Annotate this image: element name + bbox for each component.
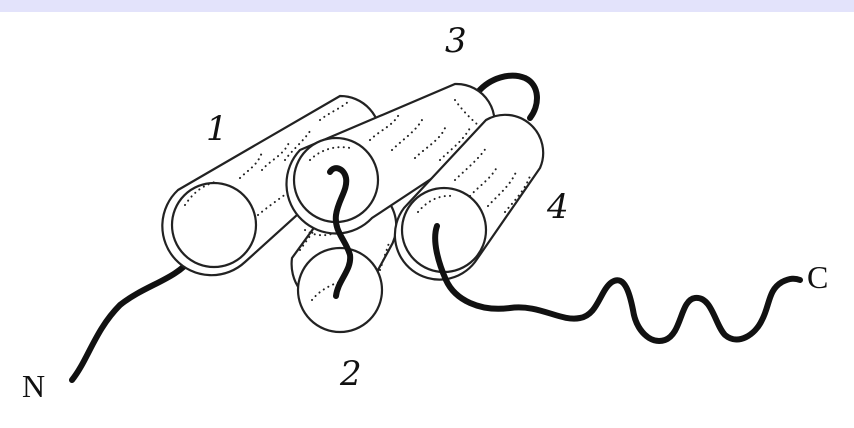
helix-1-label: 1 — [206, 109, 228, 149]
n-terminus-label: N — [22, 368, 45, 404]
helix-3-label: 3 — [445, 21, 467, 61]
helix-2-label: 2 — [339, 354, 362, 394]
c-terminal-chain — [435, 226, 800, 341]
helix-4-label: 4 — [546, 187, 569, 227]
c-terminus-label: C — [807, 259, 828, 295]
